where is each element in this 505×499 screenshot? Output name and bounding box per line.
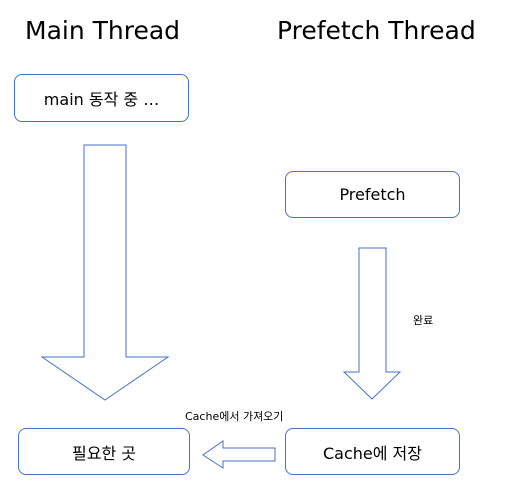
prefetch-label: Prefetch: [339, 185, 406, 204]
fetch-from-cache-label: Cache에서 가져오기: [185, 410, 284, 423]
main-thread-heading: Main Thread: [25, 16, 181, 45]
needed-place-box: 필요한 곳: [18, 428, 190, 475]
cache-to-needed-left-arrow: [202, 440, 276, 469]
prefetch-thread-heading: Prefetch Thread: [277, 16, 476, 45]
main-flow-down-arrow: [40, 144, 170, 401]
cache-store-label: Cache에 저장: [322, 443, 422, 463]
prefetch-box: Prefetch: [285, 171, 460, 218]
prefetch-done-down-arrow: [342, 247, 402, 400]
main-working-label: main 동작 중 …: [43, 90, 160, 109]
cache-store-box: Cache에 저장: [285, 428, 460, 475]
done-label: 완료: [413, 314, 434, 327]
needed-place-label: 필요한 곳: [72, 443, 136, 463]
main-working-box: main 동작 중 …: [14, 74, 189, 122]
